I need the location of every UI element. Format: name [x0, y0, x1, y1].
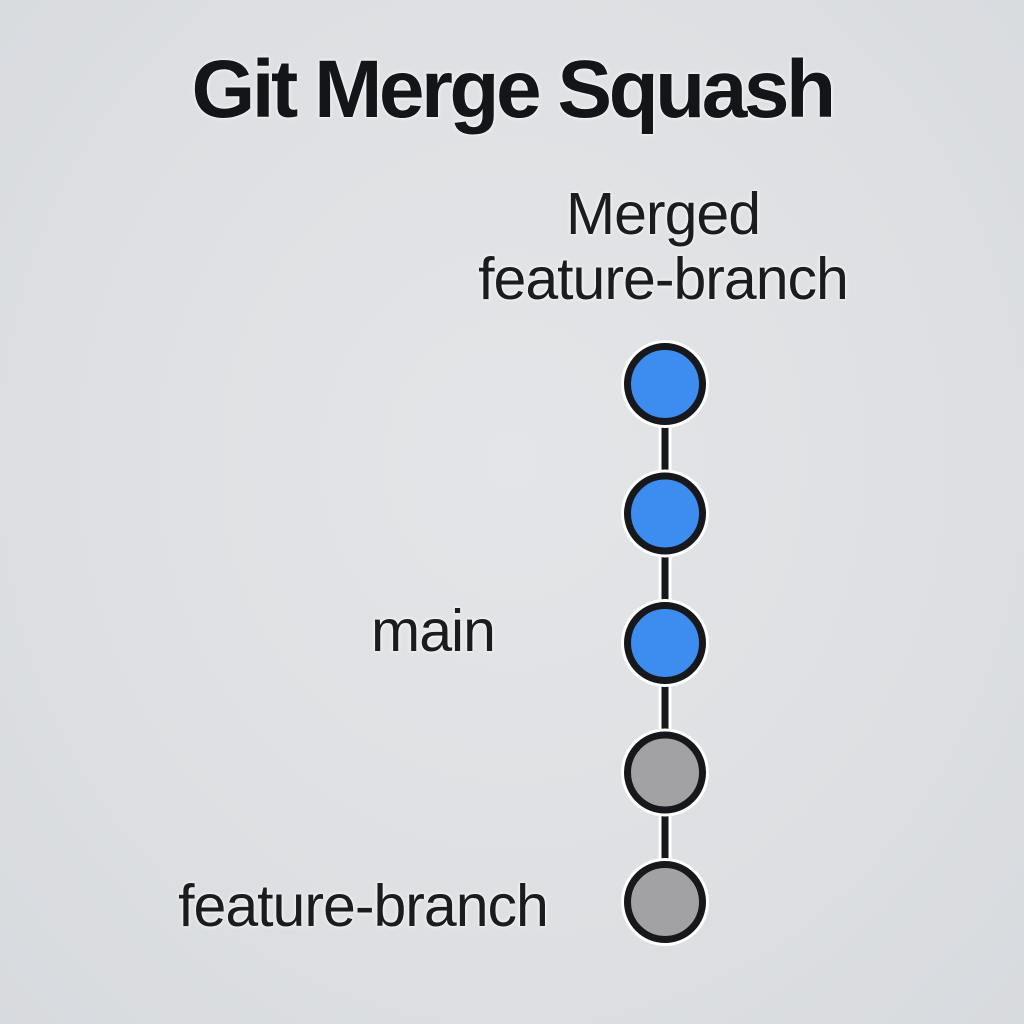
branch-label-feature: feature-branch: [178, 873, 549, 939]
merged-branch-label-line2: feature-branch: [478, 246, 849, 312]
diagram-title: Git Merge Squash: [191, 44, 836, 135]
main-commit-node-1: [624, 602, 706, 684]
merged-branch-label: Merged feature-branch: [478, 181, 849, 312]
merged-branch-label-line1: Merged: [565, 181, 761, 247]
branch-label-main: main: [371, 598, 496, 664]
squash-merge-commit-node: [624, 343, 706, 425]
main-commit-node-2: [624, 472, 706, 555]
feature-commit-node-2: [624, 731, 706, 814]
feature-commit-node-1: [624, 861, 706, 943]
